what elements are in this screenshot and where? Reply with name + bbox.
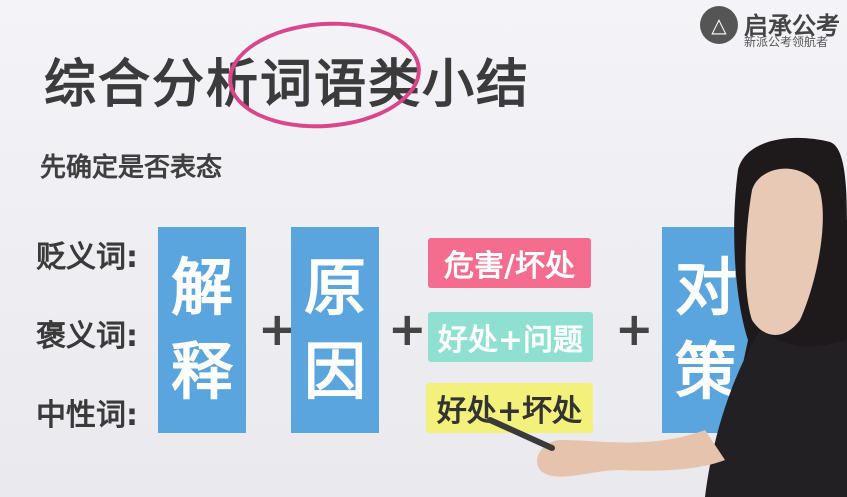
- row-label-neutral: 中性词:: [36, 398, 138, 433]
- column-explain: 解 释: [158, 227, 246, 433]
- slide-subtitle: 先确定是否表态: [40, 153, 223, 183]
- tag-benefit-harm: 好处+坏处: [426, 383, 593, 433]
- column-explain-char-2: 释: [170, 335, 233, 408]
- row-label-derogatory: 贬义词:: [36, 240, 138, 275]
- slide-title: 综合分析词语类小结: [44, 55, 531, 115]
- column-explain-char-1: 解: [170, 251, 233, 325]
- plus-sign: +: [615, 302, 654, 356]
- column-solution: 对 策: [662, 227, 750, 433]
- row-label-commendatory: 褒义词:: [36, 319, 138, 354]
- tag-harm: 危害/坏处: [428, 238, 591, 288]
- column-cause-char-2: 因: [303, 335, 366, 408]
- column-solution-char-1: 对: [674, 251, 737, 325]
- brand-tagline: 新派公考领航者: [744, 35, 829, 49]
- column-cause: 原 因: [291, 227, 379, 433]
- brand-name: 启承公考: [744, 12, 840, 40]
- column-cause-char-1: 原: [303, 251, 366, 325]
- plus-sign: +: [258, 302, 297, 356]
- column-solution-char-2: 策: [674, 335, 737, 408]
- plus-sign: +: [388, 302, 427, 356]
- tag-benefit-problem: 好处+问题: [428, 312, 593, 362]
- logo-icon: △: [700, 6, 738, 44]
